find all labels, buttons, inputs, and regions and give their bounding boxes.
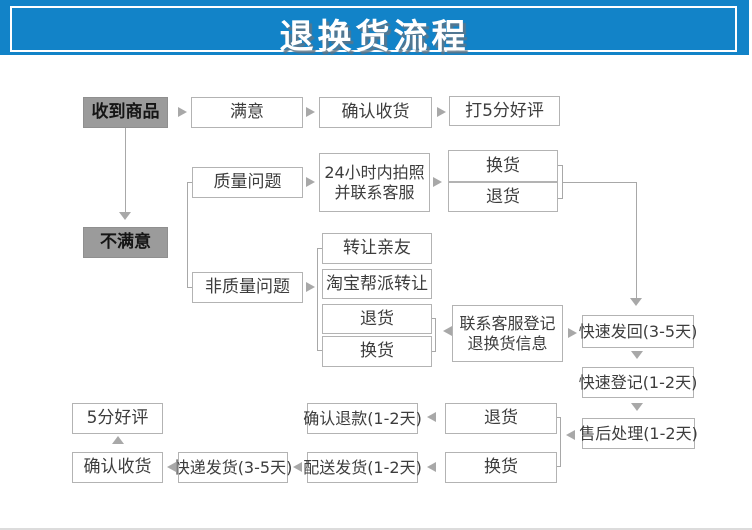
node-quality-issue: 质量问题	[192, 167, 303, 198]
connector-line	[636, 182, 637, 298]
bracket-line	[557, 417, 560, 418]
node-unsatisfied: 不满意	[83, 227, 168, 258]
arrow-right-icon	[306, 177, 315, 187]
arrow-right-icon	[437, 107, 446, 117]
node-confirm-receipt-top: 确认收货	[319, 97, 432, 128]
node-return-bottom: 退货	[445, 403, 557, 434]
bracket-line	[187, 287, 192, 288]
bracket-line	[317, 248, 322, 249]
node-after-sales: 售后处理(1-2天)	[579, 418, 698, 449]
node-contact-service-line2: 退换货信息	[467, 333, 548, 353]
arrow-left-icon	[427, 412, 436, 422]
node-non-quality-issue: 非质量问题	[192, 272, 303, 303]
arrow-right-icon	[568, 328, 577, 338]
bracket-line	[317, 248, 318, 351]
node-contact-service-line1: 联系客服登记	[459, 314, 556, 334]
node-photo-24h-line1: 24小时内拍照	[324, 163, 425, 183]
node-fast-register: 快速登记(1-2天)	[579, 367, 697, 398]
arrow-left-icon	[443, 326, 452, 336]
arrow-right-icon	[178, 107, 187, 117]
node-exchange-bottom: 换货	[445, 452, 557, 483]
node-express-dispatch: 快递发货(3-5天)	[174, 452, 292, 483]
bracket-line	[560, 417, 561, 467]
connector-line	[125, 128, 126, 212]
arrow-left-icon	[427, 462, 436, 472]
node-rate-5-star: 打5分好评	[449, 96, 560, 126]
arrow-right-icon	[306, 107, 315, 117]
bracket-line	[317, 350, 322, 351]
node-confirm-receipt-bottom: 确认收货	[72, 452, 163, 483]
arrow-left-icon	[293, 462, 302, 472]
bracket-line	[558, 198, 562, 199]
arrow-down-icon	[631, 351, 643, 359]
arrow-right-icon	[306, 282, 315, 292]
arrow-up-icon	[112, 436, 124, 444]
banner-inner-border	[10, 6, 737, 52]
bracket-line	[187, 182, 192, 183]
page-title: 退换货流程	[279, 17, 470, 57]
node-confirm-refund: 确认退款(1-2天)	[303, 403, 422, 434]
node-fast-sendback: 快速发回(3-5天)	[579, 315, 697, 348]
node-exchange-top: 换货	[448, 150, 558, 182]
node-return-top: 退货	[448, 182, 558, 212]
arrow-left-icon	[167, 462, 176, 472]
arrow-right-icon	[433, 177, 442, 187]
arrow-down-icon	[631, 403, 643, 411]
node-delivery-dispatch: 配送发货(1-2天)	[303, 452, 422, 483]
node-photo-24h-line2: 并联系客服	[334, 182, 415, 202]
connector-line	[562, 182, 637, 183]
bracket-line	[432, 351, 435, 352]
bracket-line	[557, 466, 560, 467]
bracket-line	[432, 318, 435, 319]
node-satisfied: 满意	[191, 97, 303, 128]
node-return-mid: 退货	[322, 304, 432, 334]
bracket-line	[435, 318, 436, 352]
title-banner: 退换货流程	[0, 0, 749, 57]
node-exchange-mid: 换货	[322, 336, 432, 367]
node-transfer-friends: 转让亲友	[322, 233, 432, 264]
node-taobao-transfer: 淘宝帮派转让	[322, 269, 432, 299]
bracket-line	[558, 165, 562, 166]
arrow-down-icon	[119, 212, 131, 220]
arrow-left-icon	[566, 430, 575, 440]
bracket-line	[187, 182, 188, 288]
node-contact-service: 联系客服登记 退换货信息	[452, 305, 563, 362]
node-photo-24h: 24小时内拍照 并联系客服	[319, 153, 430, 212]
node-received-goods: 收到商品	[83, 97, 168, 128]
bottom-divider	[0, 528, 752, 530]
arrow-down-icon	[630, 298, 642, 306]
node-five-star: 5分好评	[72, 403, 163, 434]
